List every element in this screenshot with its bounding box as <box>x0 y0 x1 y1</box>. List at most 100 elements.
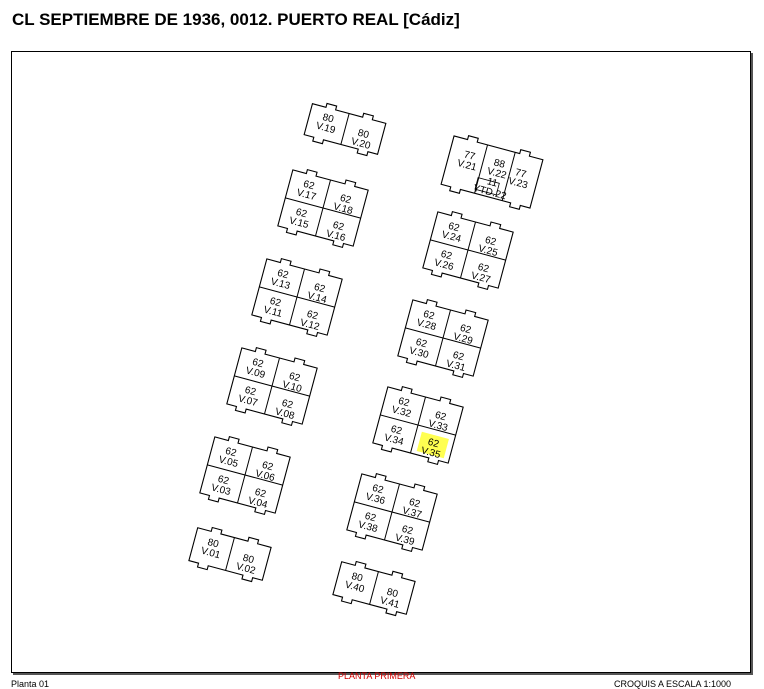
unit-area-v-30: 62 <box>415 337 429 351</box>
unit-id-v-18: V.18 <box>332 201 354 217</box>
unit-id-v-16: V.16 <box>325 228 347 244</box>
unit-area-v-02: 80 <box>241 553 255 567</box>
unit-area-v-33: 62 <box>434 410 448 424</box>
unit-area-v-09: 62 <box>251 357 265 371</box>
unit-area-v-28: 62 <box>422 309 436 323</box>
unit-id-v-24: V.24 <box>440 229 462 245</box>
unit-id-v-15: V.15 <box>288 215 310 231</box>
unit-id-v-17: V.17 <box>295 187 317 203</box>
floor-name-label: PLANTA PRIMERA <box>338 671 416 681</box>
unit-id-v-32: V.32 <box>390 404 412 420</box>
unit-area-v-15: 62 <box>295 207 309 221</box>
unit-id-v-27: V.27 <box>470 270 492 286</box>
unit-area-v-25: 62 <box>484 235 498 249</box>
unit-id-v-09: V.09 <box>244 365 266 381</box>
unit-area-v-39: 62 <box>400 524 414 538</box>
unit-id-v-11: V.11 <box>262 304 284 320</box>
unit-area-v-34: 62 <box>390 424 404 438</box>
unit-area-v-35: 62 <box>426 437 440 451</box>
unit-id-v-19: V.19 <box>315 121 337 137</box>
unit-area-v-04: 62 <box>253 487 267 501</box>
unit-area-v-01: 80 <box>206 537 220 551</box>
unit-area-v-24: 62 <box>447 221 461 235</box>
unit-area-v-21: 77 <box>463 149 477 163</box>
unit-area-v-19: 80 <box>321 112 335 126</box>
unit-id-v-12: V.12 <box>299 317 321 333</box>
unit-id-v-22: V.22 <box>486 166 508 182</box>
scale-label: CROQUIS A ESCALA 1:1000 <box>614 679 732 689</box>
unit-id-v-05: V.05 <box>217 454 239 470</box>
highlighted-unit-marker <box>416 431 449 459</box>
unit-id-v-03: V.03 <box>210 482 232 498</box>
unit-area-v-27: 62 <box>476 262 490 276</box>
map-frame <box>11 51 751 673</box>
unit-id-v-28: V.28 <box>415 317 437 333</box>
unit-id-v-10: V.10 <box>281 379 303 395</box>
unit-area-v-14: 62 <box>313 282 327 296</box>
unit-id-v-04: V.04 <box>247 495 269 511</box>
unit-area-v-08: 62 <box>280 398 294 412</box>
unit-id-v-08: V.08 <box>274 406 296 422</box>
unit-area-v-26: 62 <box>440 249 454 263</box>
unit-id-v-01: V.01 <box>200 546 222 562</box>
unit-area-v-06: 62 <box>261 460 275 474</box>
unit-id-v-25: V.25 <box>477 243 499 259</box>
unit-id-v-30: V.30 <box>408 345 430 361</box>
unit-id-v-20: V.20 <box>350 136 372 152</box>
unit-id-v-36: V.36 <box>364 491 386 507</box>
unit-id-v-07: V.07 <box>237 393 259 409</box>
unit-id-v-35: V.35 <box>420 445 442 461</box>
unit-id-v-39: V.39 <box>394 532 416 548</box>
unit-area-v-23: 77 <box>514 167 528 181</box>
unit-id-v-29: V.29 <box>452 331 474 347</box>
unit-area-v-17: 62 <box>302 179 316 193</box>
unit-area-v-07: 62 <box>244 385 258 399</box>
unit-id-v-14: V.14 <box>306 290 328 306</box>
unit-id-v-33: V.33 <box>427 418 449 434</box>
building-outline <box>440 135 544 211</box>
unit-area-v-22: 88 <box>492 157 506 171</box>
unit-area-v-29: 62 <box>459 323 473 337</box>
unit-id-v-21: V.21 <box>456 158 478 174</box>
unit-id-v-02: V.02 <box>235 561 257 577</box>
unit-area-v-05: 62 <box>224 446 238 460</box>
unit-id-v-41: V.41 <box>379 595 401 611</box>
unit-id-v-38: V.38 <box>357 519 379 535</box>
unit-id-v-34: V.34 <box>383 432 405 448</box>
unit-area-v-18: 62 <box>339 193 353 207</box>
unit-area-v-40: 80 <box>350 571 364 585</box>
unit-area-v-11: 62 <box>269 296 283 310</box>
unit-id-v-31: V.31 <box>445 358 467 374</box>
unit-area-v-13: 62 <box>276 268 290 282</box>
unit-area-v-41: 80 <box>385 587 399 601</box>
unit-area-v-37: 62 <box>408 497 422 511</box>
map-title: CL SEPTIEMBRE DE 1936, 0012. PUERTO REAL… <box>12 10 460 29</box>
unit-id-v-23: V.23 <box>507 176 529 192</box>
unit-area-v-31: 62 <box>451 350 465 364</box>
unit-id-v-06: V.06 <box>254 468 276 484</box>
unit-area-v-03: 62 <box>217 474 231 488</box>
floor-label: Planta 01 <box>11 679 50 689</box>
unit-area-v-10: 62 <box>288 371 302 385</box>
unit-id-v-13: V.13 <box>269 276 291 292</box>
unit-id-v-40: V.40 <box>344 580 366 596</box>
unit-area-v-32: 62 <box>397 396 411 410</box>
unit-id-v-37: V.37 <box>401 505 423 521</box>
unit-id-v-26: V.26 <box>433 257 455 273</box>
unit-area-v-36: 62 <box>371 483 385 497</box>
unit-area-v-38: 62 <box>364 511 378 525</box>
unit-area-ytd-22: 11 <box>486 176 499 189</box>
